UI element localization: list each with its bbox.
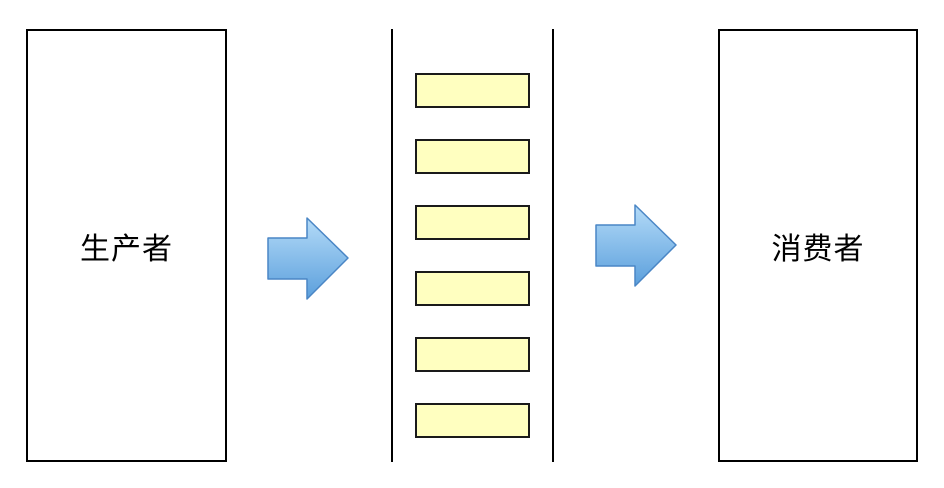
- queue-slot: [415, 139, 530, 174]
- queue-slot: [415, 73, 530, 108]
- queue-slot: [415, 271, 530, 306]
- right-arrow-icon: [595, 204, 677, 287]
- producer-label: 生产者: [80, 231, 173, 267]
- right-arrow-icon: [267, 217, 349, 300]
- queue-left-wall: [391, 29, 393, 462]
- queue-slot: [415, 337, 530, 372]
- queue-slot: [415, 403, 530, 438]
- producer-box: 生产者: [26, 29, 227, 462]
- queue-right-wall: [552, 29, 554, 462]
- consumer-box: 消费者: [718, 29, 918, 462]
- consumer-label: 消费者: [771, 231, 865, 267]
- queue-slot: [415, 205, 530, 240]
